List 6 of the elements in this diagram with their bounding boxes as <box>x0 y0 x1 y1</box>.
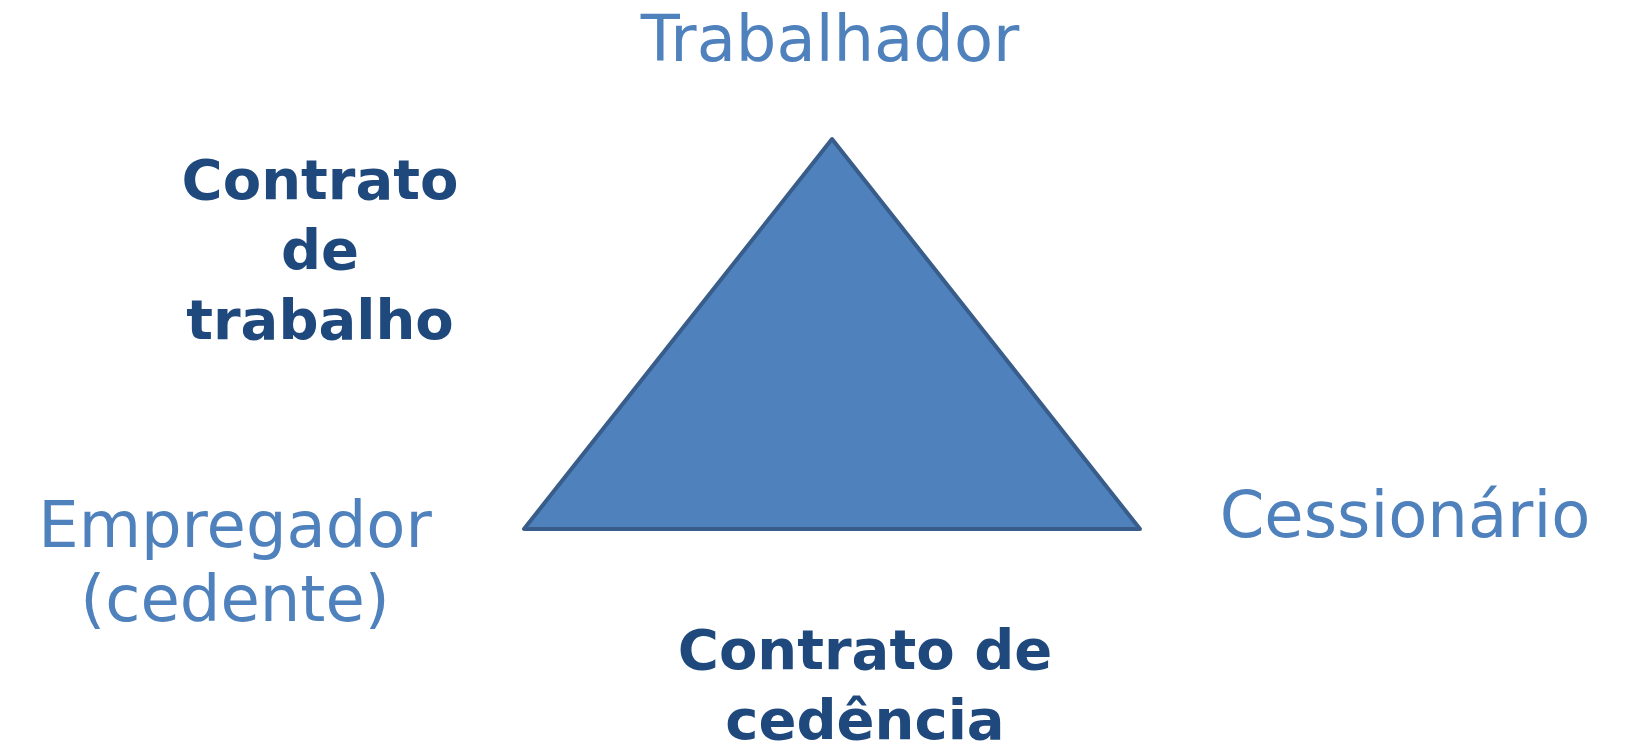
party-label: Cessionário <box>1218 478 1592 552</box>
relation-label: Contrato de cedência <box>676 616 1054 744</box>
party-label: Trabalhador <box>639 2 1021 76</box>
triangle-shape <box>522 137 1142 531</box>
relation-label: Contrato de trabalho <box>180 146 460 354</box>
party-label: Empregador (cedente) <box>37 488 433 636</box>
